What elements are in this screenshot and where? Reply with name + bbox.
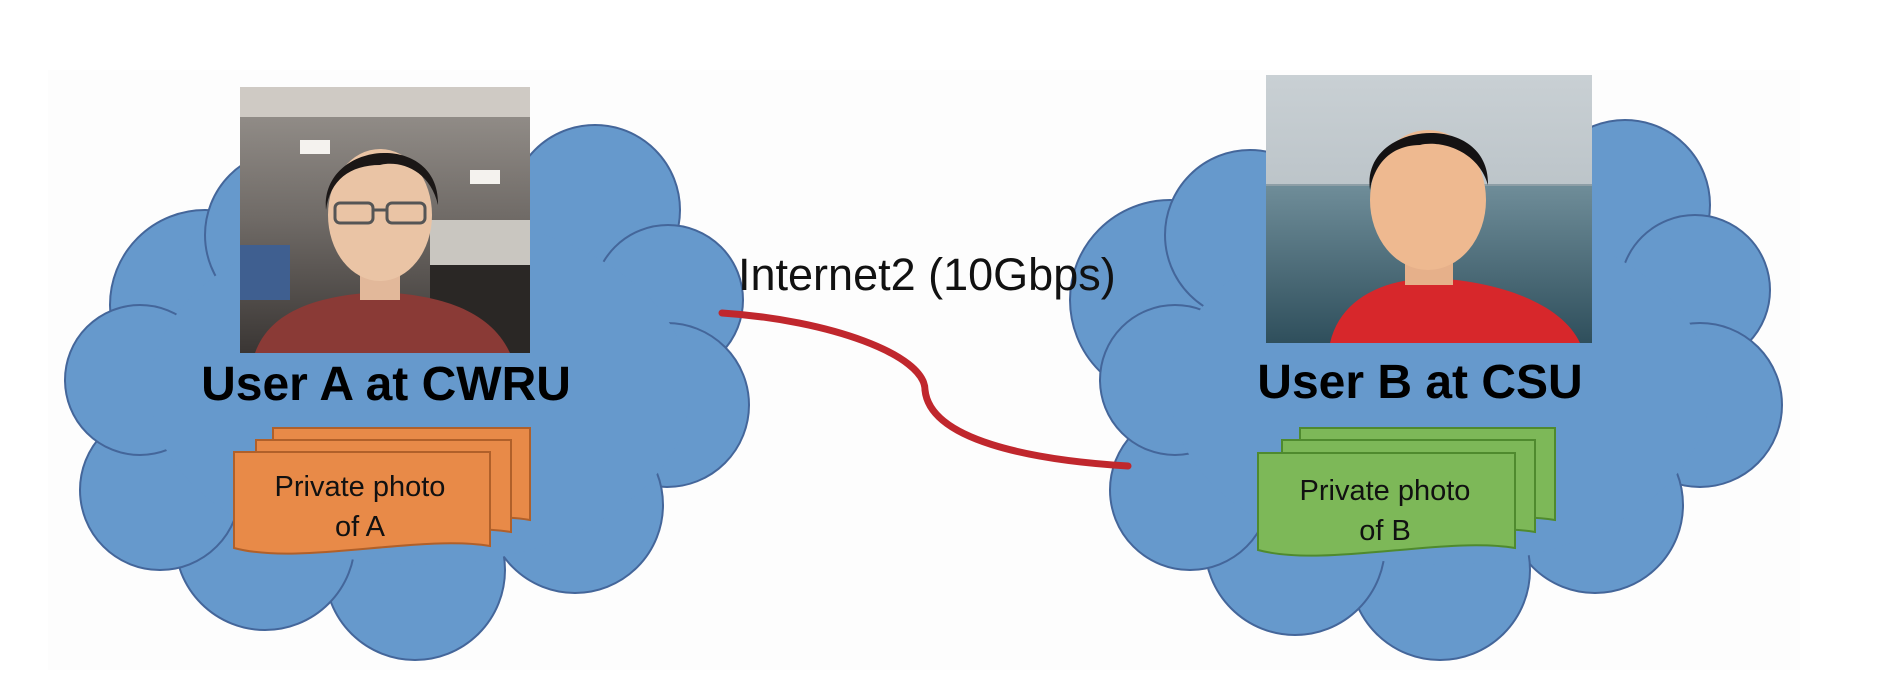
link-label: Internet2 (10Gbps) bbox=[738, 249, 1116, 300]
user-b-doc-caption-line2: of B bbox=[1359, 515, 1411, 547]
internet2-link bbox=[718, 309, 1132, 470]
user-b-label: User B at CSU bbox=[1257, 356, 1582, 409]
user-a-doc-caption-line1: Private photo bbox=[275, 471, 446, 503]
user-a-doc-caption-line2: of A bbox=[335, 511, 386, 543]
user-b-doc-caption-line1: Private photo bbox=[1300, 475, 1471, 507]
user-b-private-photo-docs: Private photo of B bbox=[1257, 427, 1556, 557]
user-a-private-photo-docs: Private photo of A bbox=[233, 427, 531, 555]
user-a-photo bbox=[240, 87, 530, 353]
user-b-photo bbox=[1266, 75, 1592, 343]
user-a-label: User A at CWRU bbox=[201, 358, 571, 411]
